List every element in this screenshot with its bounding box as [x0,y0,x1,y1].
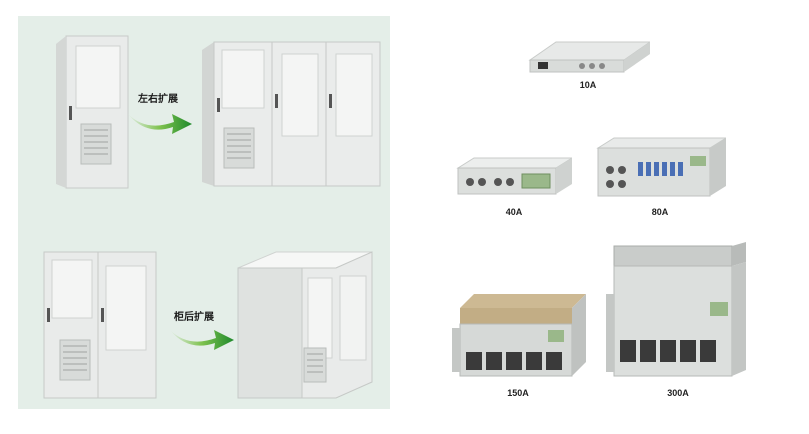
single-cabinet-image [56,35,129,189]
back-expanded-cabinet-image [237,251,373,399]
rectifier-150a-image [452,294,586,377]
product-label: 10A [579,80,597,90]
product-label: 80A [651,207,669,217]
expansion-illustration-panel: 左右扩展 [18,16,390,409]
side-expanded-cabinet-image [202,41,381,187]
product-label: 300A [667,388,689,398]
product-label: 150A [507,388,529,398]
back-expansion-caption: 柜后扩展 [174,312,214,323]
rectifier-300a-image [606,242,746,377]
side-expansion-caption: 左右扩展 [138,94,178,105]
arrow-right-icon [170,330,234,350]
rectifier-10a-image [528,41,650,73]
arrow-right-icon [128,114,192,134]
rectifier-40a-image [456,157,572,195]
rectifier-80a-image [596,137,726,197]
product-label: 40A [505,207,523,217]
double-cabinet-image [43,251,157,399]
